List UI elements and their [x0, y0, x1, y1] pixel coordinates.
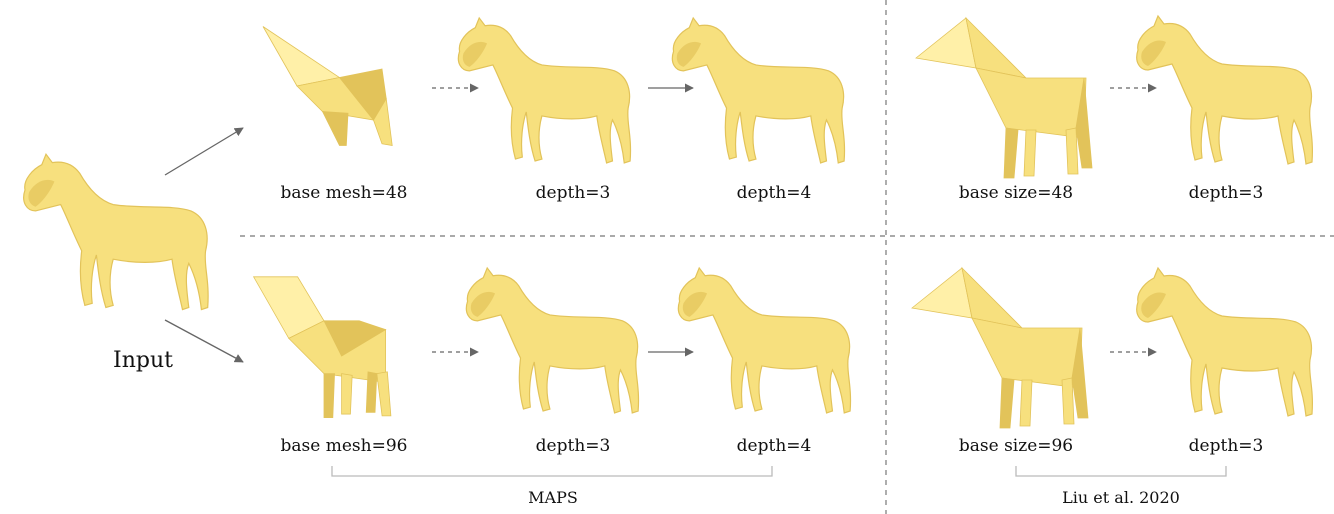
arrow-input-to-top — [164, 127, 244, 176]
top-liu-depth3-label: depth=3 — [1188, 183, 1264, 203]
liu-group-label: Liu et al. 2020 — [1062, 488, 1180, 507]
top-maps-depth3-label: depth=3 — [535, 183, 611, 203]
top-liu-base-mesh-facet — [1003, 127, 1019, 179]
maps-bracket — [331, 466, 773, 477]
arrow-input-to-bottom — [164, 319, 244, 363]
top-liu-base-mesh-facet — [1065, 127, 1079, 175]
bottom-maps-depth4-mesh — [677, 266, 852, 414]
top-liu-base-mesh-facet — [915, 17, 977, 69]
top-liu-base-mesh — [915, 16, 1093, 179]
bottom-liu-base-mesh-facet — [961, 266, 1024, 329]
top-maps-base-mesh — [262, 26, 393, 146]
input-horse-mesh — [23, 152, 209, 311]
bottom-liu-base-mesh-facet — [971, 317, 1083, 389]
top-liu-depth3-mesh — [1136, 14, 1314, 165]
top-liu-base-mesh-facet — [975, 67, 1087, 139]
bottom-liu-depth3-mesh — [1136, 266, 1314, 417]
top-liu-base-label: base size=48 — [958, 183, 1074, 203]
bottom-liu-base-mesh — [911, 266, 1089, 429]
top-liu-base-mesh-facet — [965, 16, 1028, 79]
input-label: Input — [113, 348, 173, 373]
top-maps-depth4-mesh — [671, 16, 846, 164]
maps-group-label: MAPS — [528, 488, 578, 507]
bottom-liu-base-mesh-facet — [1019, 379, 1033, 427]
top-maps-depth3-mesh — [457, 16, 632, 164]
bottom-maps-base-mesh-facet — [365, 371, 378, 413]
bottom-maps-depth3-label: depth=3 — [535, 436, 611, 456]
bottom-maps-depth3-mesh — [465, 266, 640, 414]
top-liu-base-mesh-facet — [1023, 129, 1037, 177]
top-maps-base-mesh-facet — [373, 97, 393, 146]
top-maps-base-label: base mesh=48 — [280, 183, 408, 203]
top-maps-depth4-label: depth=4 — [736, 183, 812, 203]
bottom-liu-base-mesh-facet — [911, 267, 973, 319]
bottom-liu-base-mesh-facet — [1071, 327, 1089, 419]
bottom-liu-base-label: base size=96 — [958, 436, 1074, 456]
bottom-maps-base-mesh-facet — [323, 373, 335, 418]
bottom-maps-depth4-label: depth=4 — [736, 436, 812, 456]
top-maps-base-mesh-facet — [262, 26, 341, 87]
bottom-maps-base-label: base mesh=96 — [280, 436, 408, 456]
bottom-liu-depth3-label: depth=3 — [1188, 436, 1264, 456]
bottom-maps-base-mesh-facet — [341, 373, 353, 415]
bottom-maps-base-mesh — [252, 276, 392, 418]
liu-bracket — [1015, 466, 1227, 477]
top-maps-base-mesh-facet — [321, 111, 349, 146]
bottom-liu-base-mesh-facet — [1061, 377, 1075, 425]
bottom-maps-base-mesh-facet — [376, 371, 392, 417]
bottom-maps-base-mesh-facet — [323, 320, 387, 357]
bottom-liu-base-mesh-facet — [999, 377, 1015, 429]
top-liu-base-mesh-facet — [1075, 77, 1093, 169]
